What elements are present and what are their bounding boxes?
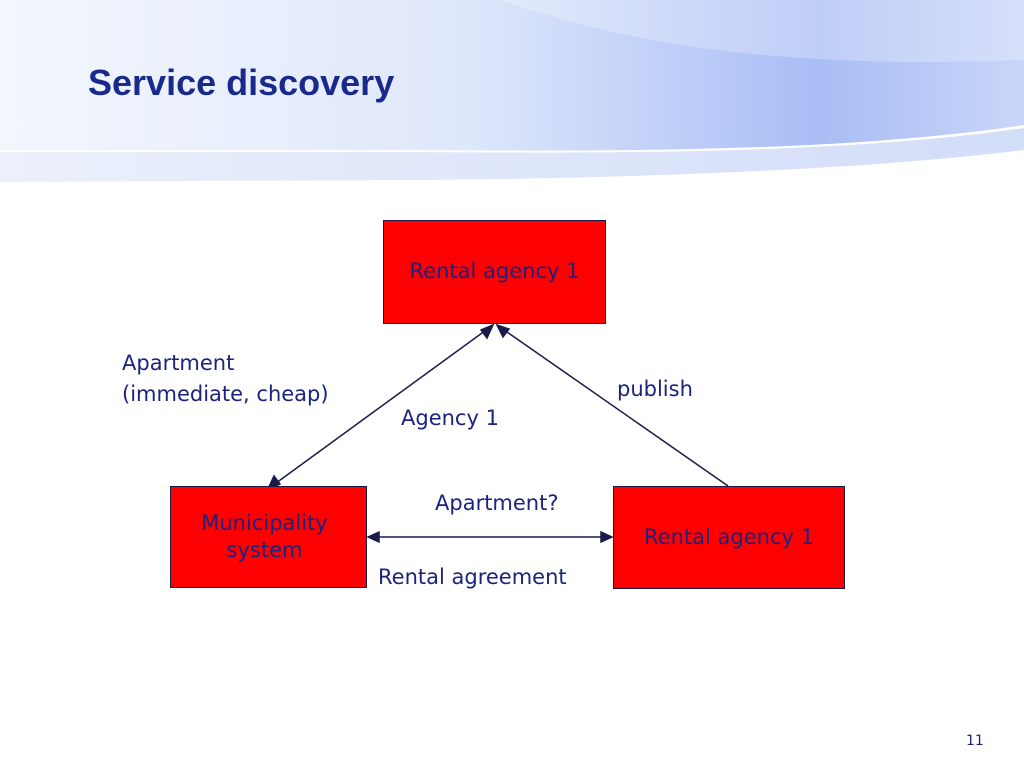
label-apartment: Apartment bbox=[122, 351, 235, 375]
arrowhead-left bbox=[366, 530, 380, 544]
arrowhead-top-left bbox=[479, 323, 495, 340]
label-apartment-query: Apartment? bbox=[435, 491, 559, 515]
label-apartment-detail: (immediate, cheap) bbox=[122, 382, 329, 406]
node-rental-agency-top: Rental agency 1 bbox=[383, 220, 606, 324]
node-municipality-system: Municipality system bbox=[170, 486, 367, 588]
page-number: 11 bbox=[966, 733, 984, 749]
label-rental-agreement: Rental agreement bbox=[378, 565, 567, 589]
arrow-publish bbox=[496, 324, 729, 487]
slide-title: Service discovery bbox=[88, 62, 395, 103]
node-rental-agency-right-label: Rental agency 1 bbox=[644, 524, 814, 549]
node-rental-agency-right: Rental agency 1 bbox=[613, 486, 845, 589]
header-background bbox=[0, 0, 1024, 190]
arrowhead-top-right bbox=[495, 323, 511, 339]
node-rental-agency-top-label: Rental agency 1 bbox=[409, 259, 580, 284]
label-agency: Agency 1 bbox=[401, 406, 499, 430]
label-publish: publish bbox=[617, 377, 693, 401]
node-municipality-line2: system bbox=[226, 538, 303, 562]
arrowhead-right bbox=[600, 530, 614, 544]
node-municipality-line1: Municipality bbox=[201, 510, 328, 535]
